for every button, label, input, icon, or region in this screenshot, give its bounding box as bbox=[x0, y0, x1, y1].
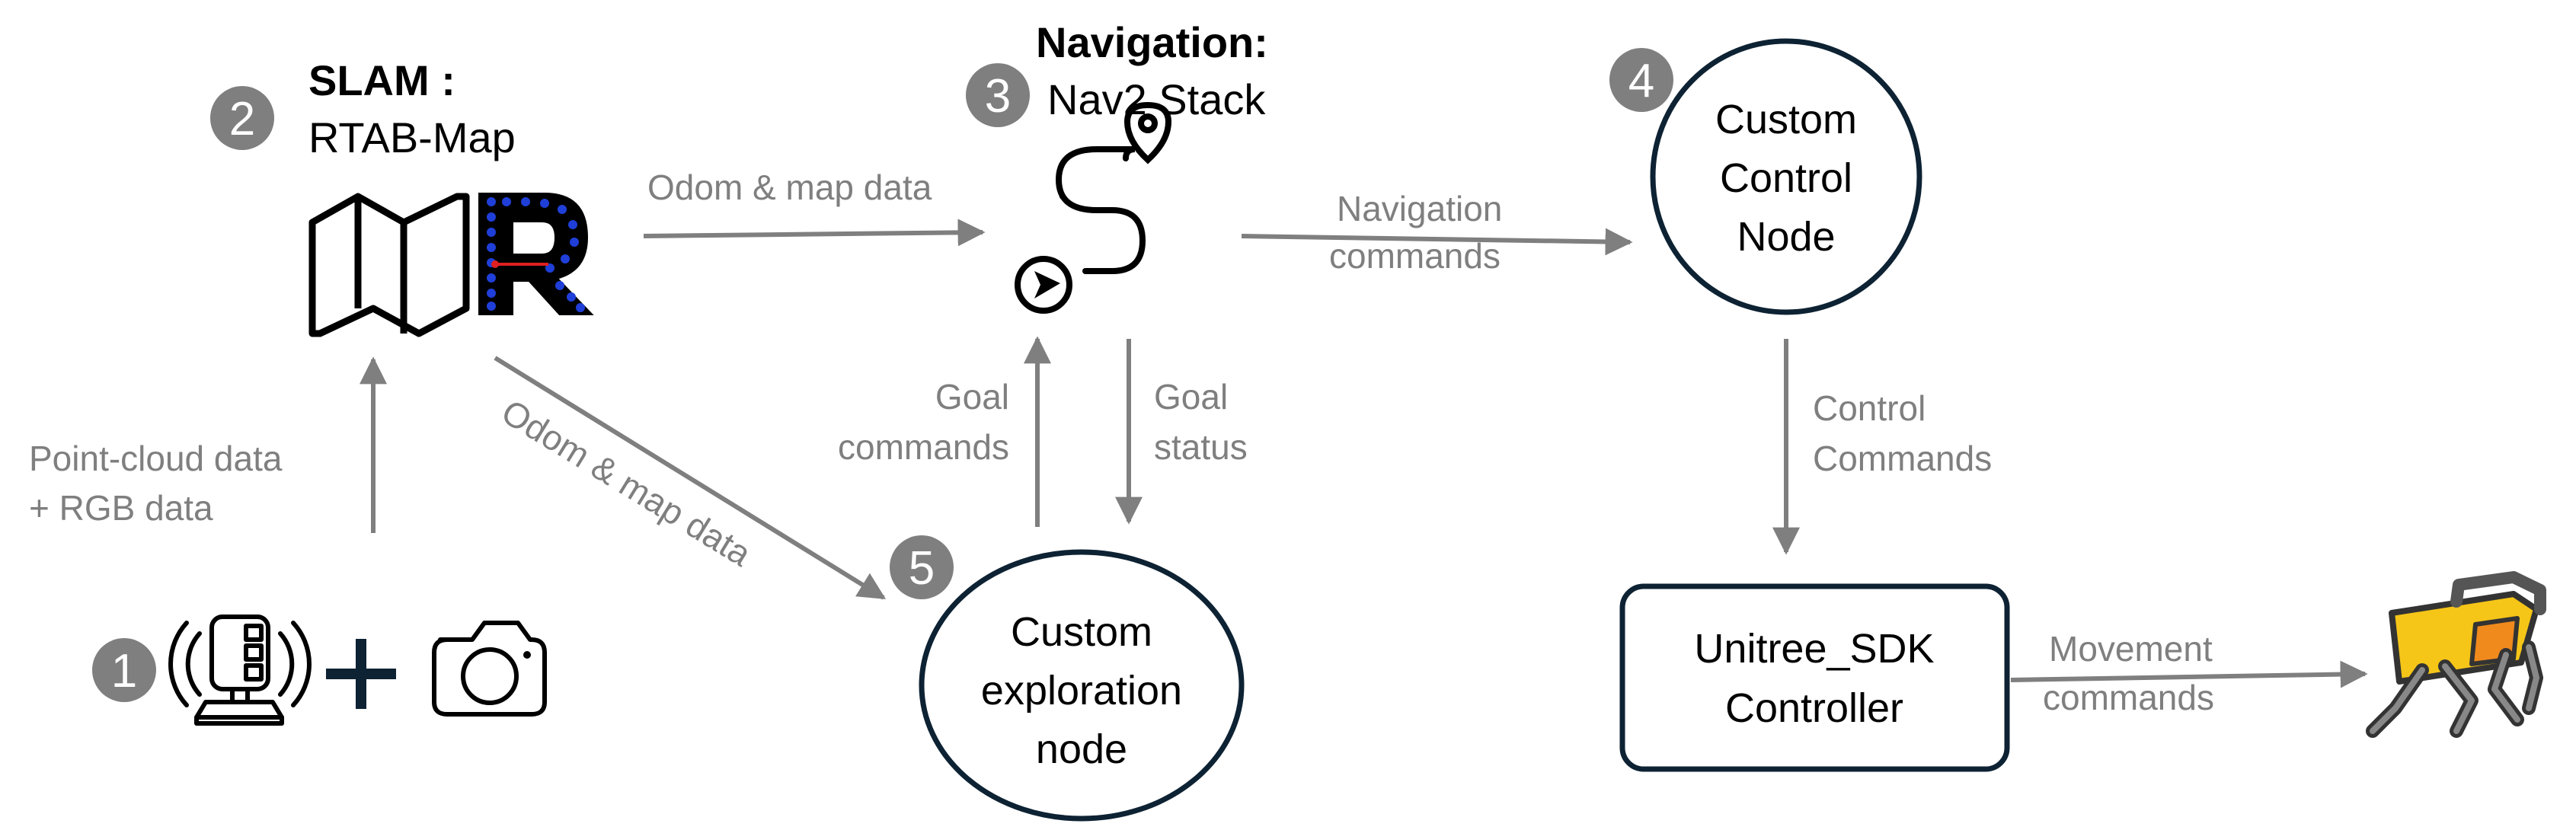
slam-name: RTAB-Map bbox=[308, 113, 516, 161]
label-control-to-sdk-2: Commands bbox=[1813, 439, 1992, 478]
label-nav-to-explore-2: status bbox=[1154, 427, 1248, 467]
label-sensor-to-slam-2: + RGB data bbox=[29, 488, 213, 528]
arrow-slam-to-explore bbox=[494, 356, 887, 600]
slam-title: SLAM : RTAB-Map bbox=[308, 56, 516, 161]
label-sensor-to-slam-1: Point-cloud data bbox=[29, 439, 283, 478]
label-sdk-to-robot-1: Movement bbox=[2049, 629, 2213, 669]
exploration-node: Custom exploration node bbox=[919, 549, 1245, 822]
label-explore-to-nav-1: Goal bbox=[935, 377, 1009, 417]
label-nav-to-control-1: Navigation bbox=[1337, 189, 1502, 228]
exploration-node-line-3: node bbox=[1036, 726, 1127, 772]
sdk-controller-node: Unitree_SDK Controller bbox=[1619, 583, 2010, 772]
badge-3-number: 3 bbox=[985, 70, 1011, 123]
badge-2: 2 bbox=[210, 86, 274, 150]
badge-1-number: 1 bbox=[111, 645, 137, 698]
arrow-sdk-to-robot bbox=[2010, 660, 2368, 688]
route-navigation-icon bbox=[1015, 101, 1172, 314]
label-control-to-sdk-1: Control bbox=[1813, 388, 1926, 428]
navigation-colon: : bbox=[1254, 18, 1268, 66]
label-slam-to-nav: Odom & map data bbox=[647, 168, 932, 207]
sdk-node-line-2: Controller bbox=[1725, 685, 1903, 731]
navigation-title: Navigation: Nav2 Stack bbox=[1036, 18, 1268, 123]
exploration-node-line-2: exploration bbox=[981, 668, 1182, 713]
number-badges: 1 2 3 4 5 bbox=[92, 48, 1673, 702]
quadruped-robot-icon bbox=[2366, 571, 2546, 738]
plus-icon bbox=[326, 639, 396, 709]
label-explore-to-nav-2: commands bbox=[838, 427, 1009, 467]
badge-2-number: 2 bbox=[229, 93, 255, 145]
badge-1: 1 bbox=[92, 638, 156, 702]
sdk-node-line-1: Unitree_SDK bbox=[1694, 626, 1934, 672]
badge-3: 3 bbox=[966, 63, 1030, 127]
navigation-name: Nav2 Stack bbox=[1047, 75, 1266, 123]
arrows bbox=[360, 219, 2368, 688]
svg-text:SLAM :: SLAM : bbox=[308, 56, 455, 104]
badge-5: 5 bbox=[890, 535, 954, 599]
control-node-line-1: Custom bbox=[1715, 97, 1857, 142]
lidar-sensor-icon bbox=[168, 615, 312, 726]
rtab-map-logo-icon bbox=[478, 193, 594, 315]
control-node: Custom Control Node bbox=[1650, 38, 1922, 315]
badge-5-number: 5 bbox=[909, 542, 935, 595]
exploration-node-line-1: Custom bbox=[1011, 609, 1152, 655]
label-sdk-to-robot-2: commands bbox=[2043, 678, 2214, 717]
label-nav-to-control-2: commands bbox=[1329, 236, 1501, 276]
arrow-nav-to-control bbox=[1241, 228, 1633, 256]
badge-4-number: 4 bbox=[1628, 55, 1654, 107]
slam-label: SLAM bbox=[308, 56, 430, 104]
navigation-label: Navigation bbox=[1036, 18, 1254, 66]
svg-text:Navigation:: Navigation: bbox=[1036, 18, 1268, 66]
label-nav-to-explore-1: Goal bbox=[1154, 377, 1228, 417]
arrow-slam-to-nav bbox=[643, 219, 986, 247]
badge-4: 4 bbox=[1609, 48, 1673, 112]
label-slam-to-explore: Odom & map data bbox=[495, 391, 759, 574]
camera-icon bbox=[432, 621, 547, 717]
control-node-line-2: Control bbox=[1720, 155, 1852, 201]
slam-colon: : bbox=[430, 56, 455, 104]
map-icon bbox=[308, 193, 470, 337]
control-node-line-3: Node bbox=[1737, 214, 1835, 260]
